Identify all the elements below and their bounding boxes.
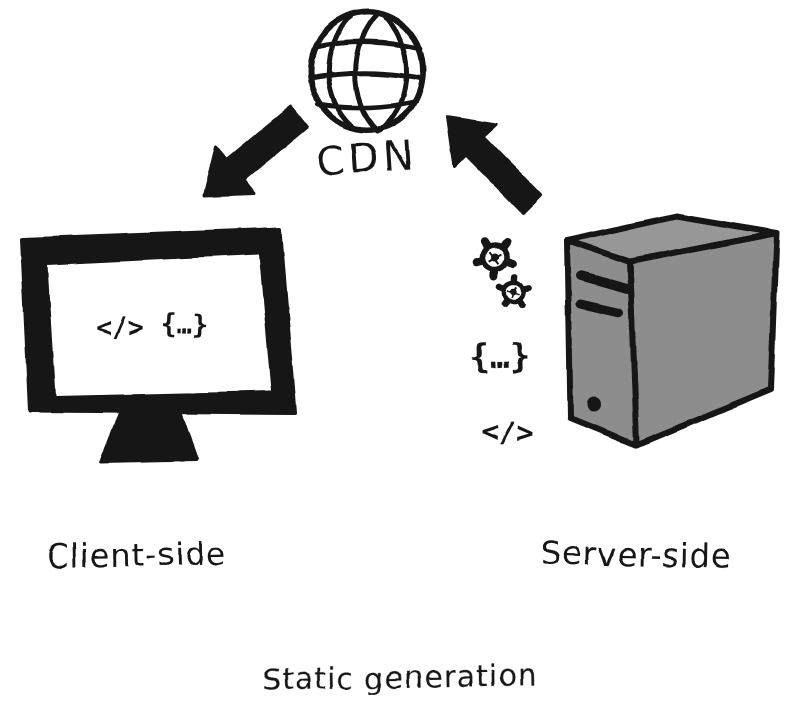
power-button-icon	[587, 397, 601, 411]
screen-braces-symbol: {…}	[160, 309, 208, 341]
arrow-cdn-to-client-icon	[202, 105, 309, 198]
server-front-face	[564, 237, 640, 448]
server-tower-icon	[564, 213, 780, 448]
cdn-label: CDN	[315, 133, 419, 186]
server-side-face	[627, 230, 780, 448]
monitor-stand	[99, 407, 199, 463]
screen-code-symbol: </>	[96, 312, 144, 344]
server-braces-symbol: {…}	[468, 336, 531, 378]
vent-slot-icon	[575, 299, 624, 318]
client-side-label: Client-side	[46, 534, 227, 575]
monitor-screen	[48, 255, 271, 396]
gear-icon	[474, 235, 519, 281]
server-code-symbol: </>	[480, 414, 534, 451]
vent-slot-icon	[576, 271, 632, 294]
diagram-title: Static generation	[262, 659, 538, 699]
globe-icon	[308, 9, 426, 134]
monitor-icon: </> {…}	[20, 227, 297, 463]
arrow-server-to-cdn-icon	[445, 115, 543, 215]
gear-icon-small	[499, 274, 533, 309]
sketch-layer: CDN </> {…}	[20, 9, 780, 699]
server-side-label: Server-side	[540, 534, 732, 575]
